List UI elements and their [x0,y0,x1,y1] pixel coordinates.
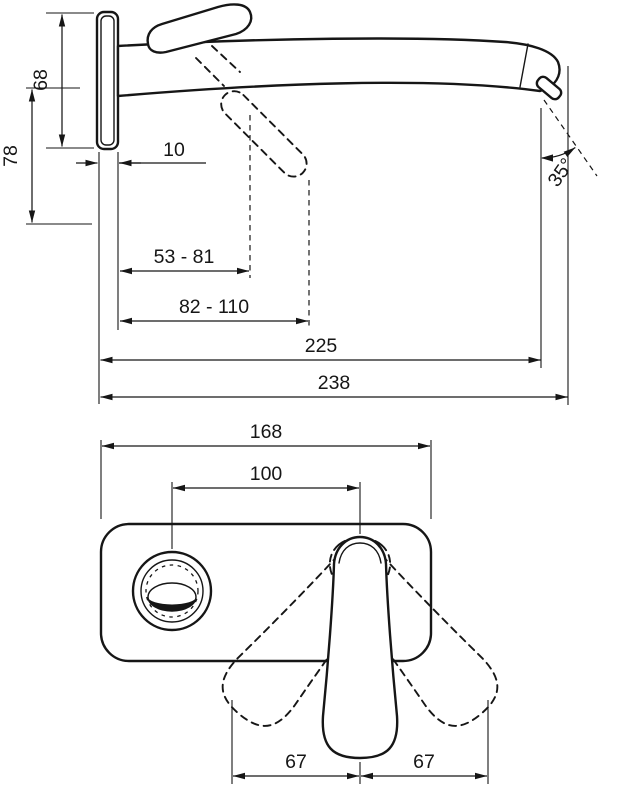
spout-knurling [145,564,199,618]
dim-label-67-left: 67 [285,751,307,773]
handle-open-grip [220,90,308,178]
dim-225: 225 [100,108,542,368]
dim-label-168: 168 [250,421,283,443]
dim-67-right: 67 [360,700,489,784]
dim-label-10: 10 [163,139,185,161]
spout-tip-joint [519,43,529,88]
dim-100: 100 [171,463,361,549]
dim-label-225: 225 [305,335,338,357]
spout-flange [131,550,213,632]
water-flow-line [543,99,598,177]
dim-67-left: 67 [231,700,361,784]
dim-10: 10 [76,139,206,167]
angle-arc-arrow [541,154,553,162]
dim-label-100: 100 [250,463,283,485]
side-view: 68 78 10 53 - 81 82 - 110 [0,3,598,405]
dim-label-67-right: 67 [413,751,435,773]
spray-angle: 35° [541,99,598,191]
dim-238: 238 [100,66,569,405]
dim-68: 68 [30,12,94,149]
dim-label-53-81: 53 - 81 [154,246,215,268]
dim-53-81: 53 - 81 [119,115,251,278]
faucet-side-profile [95,3,563,178]
handle-cap-detail [338,542,382,564]
dim-label-238: 238 [318,372,351,394]
wall-plate-inner-edge [100,15,115,146]
dim-168: 168 [100,421,432,519]
dim-label-82-110: 82 - 110 [179,296,249,318]
wall-plate [95,10,120,151]
spout-body [116,37,561,98]
aerator [535,75,563,101]
handle-open-neck [195,45,241,87]
spout-outlet-front [131,550,213,632]
front-view: 168 100 67 67 [99,421,499,784]
dim-82-110: 82 - 110 [119,180,310,330]
handle-closed [146,3,253,54]
dim-label-78: 78 [0,145,22,167]
spout-opening-shadow [148,597,196,611]
dim-label-68: 68 [30,69,52,91]
faucet-front-profile [99,522,499,760]
handle-open-position [195,45,308,178]
dim-78: 78 [0,87,92,225]
spout-collar [140,559,204,623]
handle-front [321,535,399,760]
